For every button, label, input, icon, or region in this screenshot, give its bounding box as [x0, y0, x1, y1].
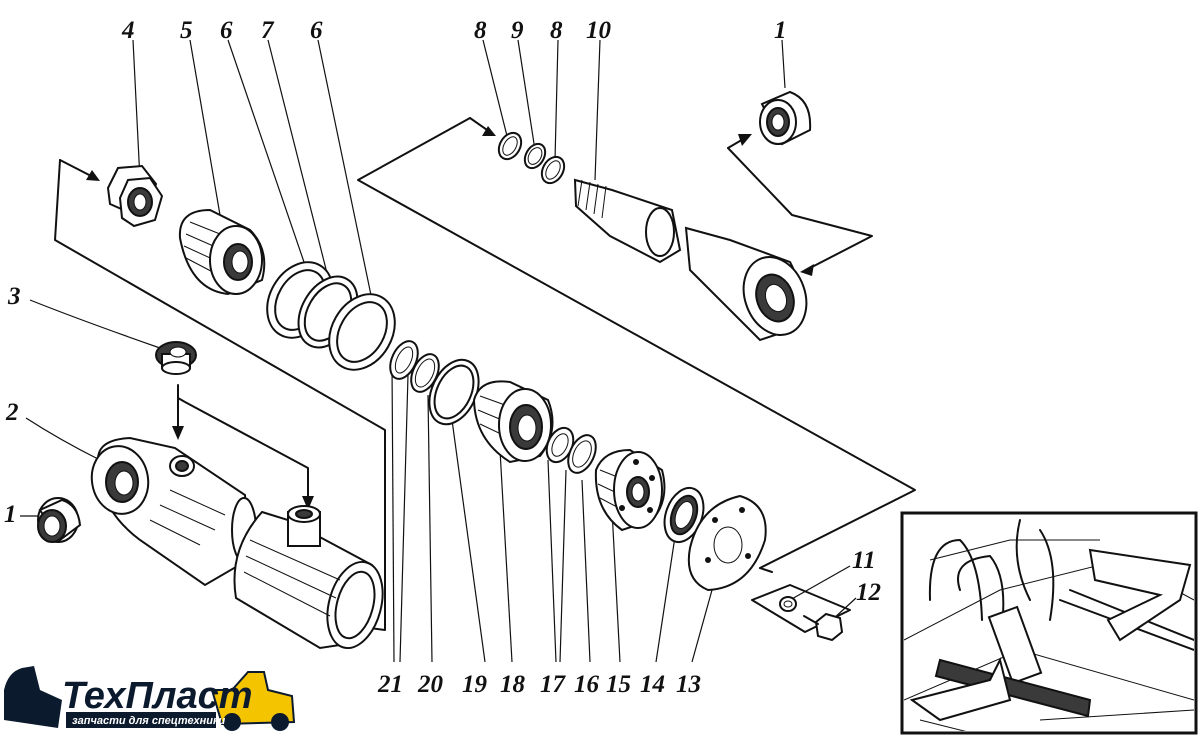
label-11: 11: [852, 547, 876, 574]
excavator-logo-icon: [4, 666, 62, 728]
label-8b: 8: [550, 17, 563, 44]
label-1-top: 1: [774, 17, 787, 44]
part-cylinder-tube: [233, 505, 384, 650]
label-8a: 8: [474, 17, 487, 44]
label-19: 19: [462, 671, 488, 698]
part-5-piston: [178, 208, 266, 296]
leader-lines: [20, 39, 857, 663]
label-1-left: 1: [4, 501, 17, 528]
part-13-gasket: [687, 494, 767, 592]
part-2-cylinder-head: [90, 436, 257, 587]
label-10: 10: [586, 17, 612, 44]
part-21-ring: [389, 340, 419, 380]
loader-logo-icon: [210, 671, 296, 726]
logo-tagline: запчасти для спецтехники: [72, 715, 226, 727]
logo-brand-name: ТехПласт: [62, 675, 253, 717]
part-8-ring-b: [540, 155, 566, 185]
part-9-ring: [523, 142, 547, 170]
label-15: 15: [606, 671, 631, 698]
part-4-hex-nut: [106, 164, 164, 228]
label-16: 16: [574, 671, 600, 698]
part-10-rod: [573, 178, 808, 342]
part-3-cap: [155, 341, 197, 375]
part-17-ring: [545, 426, 575, 464]
label-5: 5: [180, 17, 193, 44]
part-14-seal: [663, 486, 705, 544]
techplast-logo: ТехПласт запчасти для спецтехники: [4, 666, 296, 731]
part-15-flange: [594, 448, 666, 532]
part-6-ring-b: [328, 293, 396, 371]
label-7: 7: [261, 17, 275, 44]
part-1-bushing-top: [759, 90, 812, 146]
part-20-ring: [410, 353, 440, 393]
label-14: 14: [640, 671, 665, 698]
label-13: 13: [676, 671, 701, 698]
assembly-bracket-lines: [54, 117, 916, 633]
label-18: 18: [500, 671, 526, 698]
label-3: 3: [7, 283, 21, 310]
part-12-bolt: [803, 612, 844, 642]
part-18-gland: [472, 380, 554, 464]
label-4: 4: [121, 17, 135, 44]
part-19-ring: [428, 358, 480, 426]
installation-inset: [900, 511, 1198, 735]
logo-tagline-bar: [66, 712, 216, 728]
label-9: 9: [511, 17, 524, 44]
callout-numbers: 4 5 6 7 6 8 9 8 10 1 3 2 1 11 12 21 20 1…: [4, 17, 881, 698]
label-21: 21: [377, 671, 403, 698]
part-1-bushing-left: [37, 497, 82, 543]
part-11-washer: [779, 596, 797, 612]
label-2: 2: [5, 399, 19, 426]
label-6a: 6: [220, 17, 233, 44]
label-17: 17: [540, 671, 567, 698]
label-20: 20: [417, 671, 444, 698]
label-6b: 6: [310, 17, 323, 44]
label-12: 12: [856, 579, 881, 606]
part-16-ring: [567, 434, 597, 474]
part-8-ring-a: [497, 131, 523, 161]
